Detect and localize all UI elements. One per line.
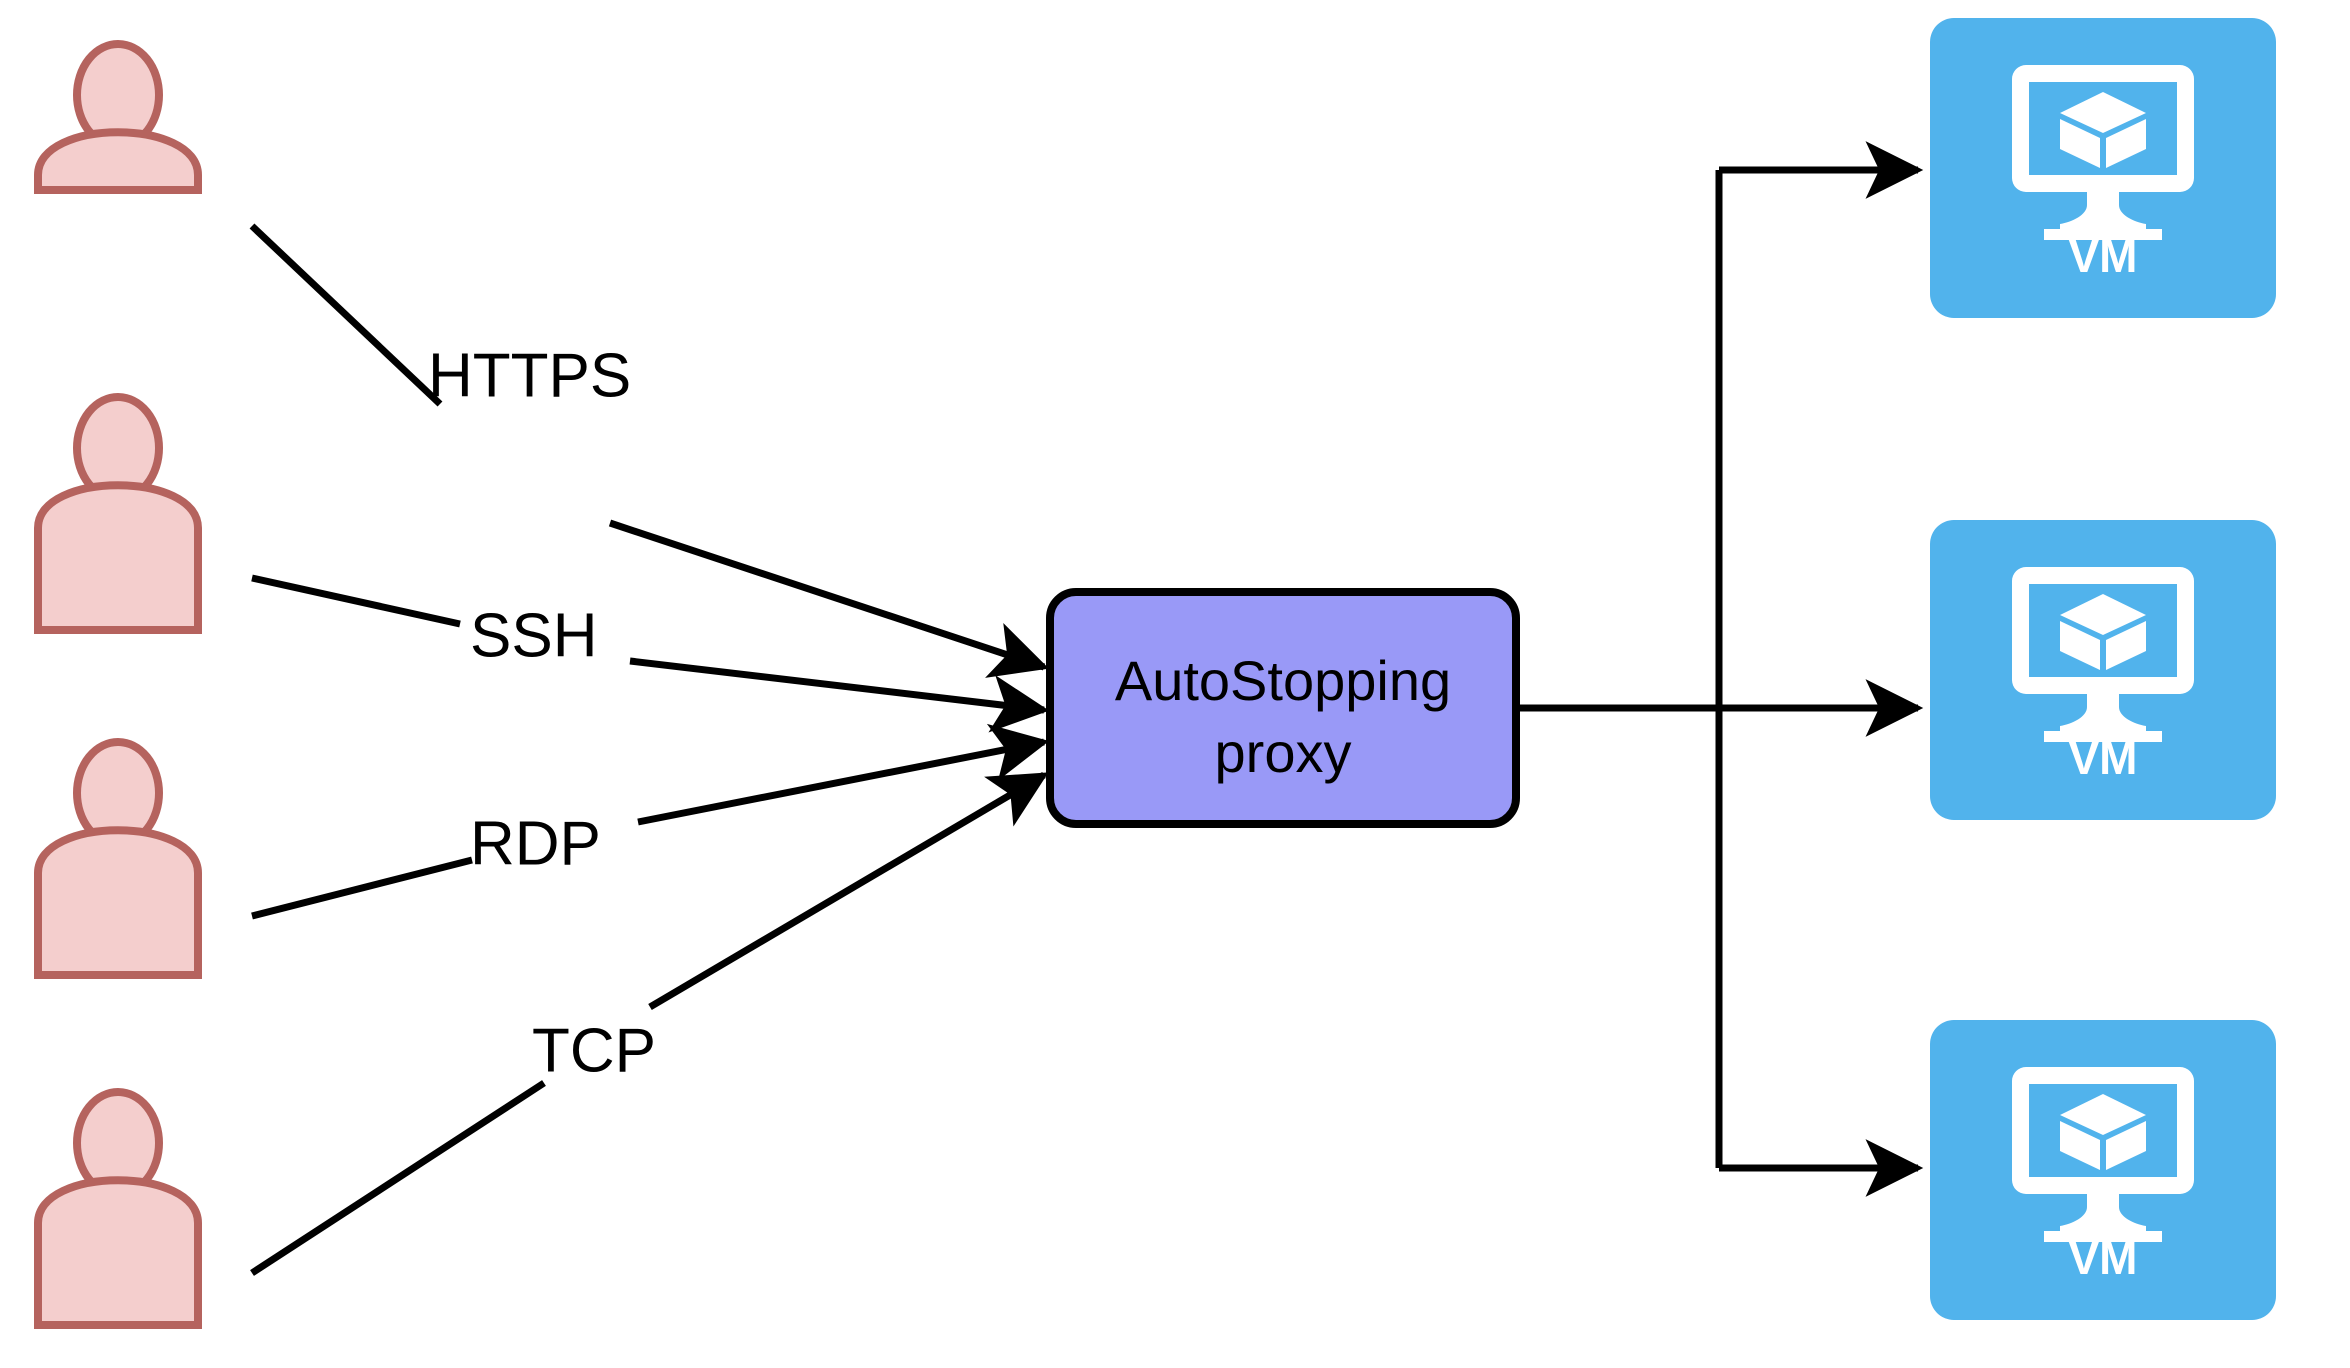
vm-label: VM	[2069, 230, 2138, 282]
edge-label-https: HTTPS	[428, 341, 631, 410]
proxy-label-line2: proxy	[1215, 721, 1352, 784]
edge-rdp-segment-b[interactable]	[637, 723, 1050, 826]
edge-ssh-segment-a[interactable]	[251, 574, 461, 628]
edge-https-segment-a[interactable]	[249, 223, 443, 407]
edge-ssh-segment-b[interactable]	[629, 657, 1050, 733]
user-torso-icon	[34, 826, 202, 979]
edge-label-ssh: SSH	[470, 601, 597, 670]
vm-node-3[interactable]: VM	[1930, 1020, 2276, 1320]
vm-label: VM	[2069, 732, 2138, 784]
client-icon-2[interactable]	[34, 393, 202, 634]
edge-https-segment-b[interactable]	[608, 519, 1049, 678]
user-torso-icon	[34, 481, 202, 634]
client-icon-4[interactable]	[34, 1088, 202, 1329]
edge-rdp-segment-a[interactable]	[251, 856, 473, 920]
user-torso-icon	[34, 1176, 202, 1329]
client-icon-1[interactable]	[34, 40, 202, 194]
clients-layer	[34, 40, 202, 1329]
proxy-label-line1: AutoStopping	[1115, 649, 1451, 712]
edge-tcp-segment-b[interactable]	[648, 771, 1049, 1011]
vm-label: VM	[2069, 1232, 2138, 1284]
vm-node-1[interactable]: VM	[1930, 18, 2276, 318]
client-icon-3[interactable]	[34, 738, 202, 979]
virtual-machine-monitor-cube-icon	[2012, 65, 2194, 240]
edge-label-tcp: TCP	[532, 1016, 656, 1085]
inbound-edges-layer	[249, 223, 1050, 1276]
outbound-edges-layer	[1516, 141, 1924, 1197]
edge-tcp-segment-a[interactable]	[250, 1080, 546, 1276]
edge-label-rdp: RDP	[470, 809, 601, 878]
user-torso-icon	[34, 128, 202, 194]
virtual-machine-monitor-cube-icon	[2012, 1067, 2194, 1242]
vm-node-2[interactable]: VM	[1930, 520, 2276, 820]
virtual-machine-monitor-cube-icon	[2012, 567, 2194, 742]
proxy-node[interactable]: AutoStopping proxy	[1046, 588, 1520, 828]
